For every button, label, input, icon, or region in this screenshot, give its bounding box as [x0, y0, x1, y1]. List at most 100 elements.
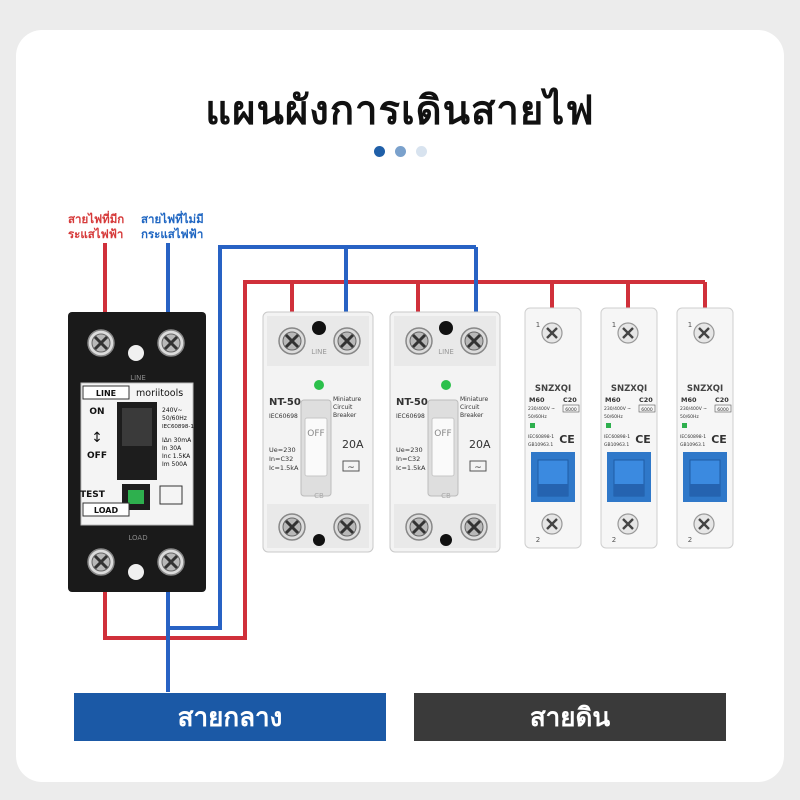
rcbo-on-label: ON: [89, 407, 104, 417]
rcbo-load-label: LOAD: [94, 506, 119, 515]
nt-screw-icon: [404, 512, 434, 542]
mcb-model: M60: [605, 396, 621, 404]
rcbo-rating: 240V~: [162, 407, 183, 414]
mcb-terminal-bottom: 2: [536, 536, 540, 544]
nt-indicator-light: [314, 380, 324, 390]
mcb-standard-2: GB10963.1: [528, 442, 553, 448]
mcb-model: M60: [529, 396, 545, 404]
mcb-freq: 50/60Hz: [604, 414, 623, 420]
neutral-wire-loop: [166, 245, 476, 630]
live-wire-label-line1: สายไฟที่มีก: [68, 212, 125, 226]
mcb-screw-icon: [616, 321, 640, 345]
nt-line-top: LINE: [438, 348, 454, 356]
mcb-standard-2: GB10963.1: [680, 442, 705, 448]
nt-ue: Ue=230: [269, 446, 296, 454]
mcb-screw-icon: [616, 512, 640, 536]
live-wire-label-line2: ระแสไฟฟ้า: [68, 227, 124, 241]
ce-mark-icon: CE: [635, 433, 651, 446]
mcb-standard-1: IEC60898-1: [528, 434, 554, 440]
rcbo-test-button[interactable]: [128, 490, 144, 504]
nt-screw-icon: [332, 512, 362, 542]
rcbo-breaker: LINE LINE moriitools ON ↕ OFF 240V~ 50/6…: [68, 312, 206, 592]
rcbo-inc: Inc 1.5KA: [162, 453, 191, 460]
nt-ic: Ic=1.5kA: [269, 464, 299, 472]
nt-model: NT-50: [269, 397, 301, 408]
carousel-dot[interactable]: [374, 146, 385, 157]
rcbo-screw-icon: [156, 328, 186, 358]
ground-bar-label: สายดิน: [529, 702, 611, 733]
nt-toggle[interactable]: [431, 417, 455, 477]
rcbo-screw-icon: [86, 328, 116, 358]
nt-screw-icon: [404, 326, 434, 356]
live-wire-loop: [103, 280, 705, 640]
nt-standard: IEC60698: [396, 413, 425, 420]
nt-line-top: LINE: [311, 348, 327, 356]
mcb-terminal-bottom: 2: [612, 536, 616, 544]
nt-amp: 20A: [469, 438, 491, 451]
carousel-dot[interactable]: [416, 146, 427, 157]
nt-desc-3: Breaker: [333, 412, 357, 419]
neutral-bar-label: สายกลาง: [177, 702, 283, 733]
nt-wave-icon: ~: [347, 463, 355, 473]
mcb-freq: 50/60Hz: [528, 414, 547, 420]
nt-ue: Ue=230: [396, 446, 423, 454]
dead-wire-label: สายไฟที่ไม่มี กระแสไฟฟ้า: [141, 212, 204, 242]
nt50-breaker: LINENT-50IEC60698MiniatureCircuitBreaker…: [389, 311, 501, 553]
nt-bottom-label: CB: [314, 492, 324, 500]
dead-wire-label-line1: สายไฟที่ไม่มี: [141, 212, 204, 226]
nt-indicator-light: [441, 380, 451, 390]
mcb-brand: SNZXQI: [535, 384, 571, 394]
nt-desc-2: Circuit: [333, 404, 353, 411]
mcb-brand: SNZXQI: [611, 384, 647, 394]
nt-in: In=C32: [269, 455, 293, 463]
dead-wire-label-line2: กระแสไฟฟ้า: [141, 227, 204, 241]
rcbo-freq: 50/60Hz: [162, 415, 187, 422]
mcb-terminal-top: 1: [536, 321, 540, 329]
rcbo-idn: IΔn 30mA: [162, 437, 192, 444]
mcb-indicator: [682, 423, 687, 428]
mcb-screw-icon: [692, 512, 716, 536]
nt-toggle[interactable]: [304, 417, 328, 477]
mcb-standard-1: IEC60898-1: [680, 434, 706, 440]
rcbo-line-top: LINE: [130, 374, 146, 382]
rcbo-brand: moriitools: [136, 388, 183, 399]
nt-off-label: OFF: [307, 429, 324, 439]
rcbo-load-bottom: LOAD: [128, 534, 147, 542]
neutral-bar: สายกลาง: [74, 693, 386, 741]
page-title: แผนผังการเดินสายไฟ: [205, 88, 595, 134]
mcb-screw-icon: [540, 512, 564, 536]
rcbo-im: Im 500A: [162, 461, 188, 468]
nt-screw-icon: [277, 512, 307, 542]
nt-ic: Ic=1.5kA: [396, 464, 426, 472]
ground-bar: สายดิน: [414, 693, 726, 741]
mcb-screw-icon: [540, 321, 564, 345]
nt-screw-icon: [277, 326, 307, 356]
nt-desc-1: Miniature: [333, 396, 361, 403]
mcb-volt: 230/400V ~: [604, 406, 631, 412]
mcb-capacity: 6000: [565, 407, 577, 413]
nt-bottom-label: CB: [441, 492, 451, 500]
nt-model: NT-50: [396, 397, 428, 408]
carousel-dots: [374, 146, 427, 157]
mcb-standard-2: GB10963.1: [604, 442, 629, 448]
rcbo-in: In 30A: [162, 445, 182, 452]
nt-wave-icon: ~: [474, 463, 482, 473]
nt-desc-2: Circuit: [460, 404, 480, 411]
mcb-model: M60: [681, 396, 697, 404]
live-wire-label: สายไฟที่มีก ระแสไฟฟ้า: [68, 212, 124, 242]
ce-mark-icon: CE: [711, 433, 727, 446]
rcbo-indicator: [128, 345, 144, 361]
rcbo-test-label: TEST: [80, 490, 106, 500]
nt-standard: IEC60698: [269, 413, 298, 420]
nt-screw-icon: [459, 512, 489, 542]
rcbo-line-label: LINE: [96, 389, 116, 398]
nt-off-label: OFF: [434, 429, 451, 439]
mcb-capacity: 6000: [717, 407, 729, 413]
mcb-curve: C20: [563, 396, 577, 404]
carousel-dot[interactable]: [395, 146, 406, 157]
mcb-terminal-bottom: 2: [688, 536, 692, 544]
